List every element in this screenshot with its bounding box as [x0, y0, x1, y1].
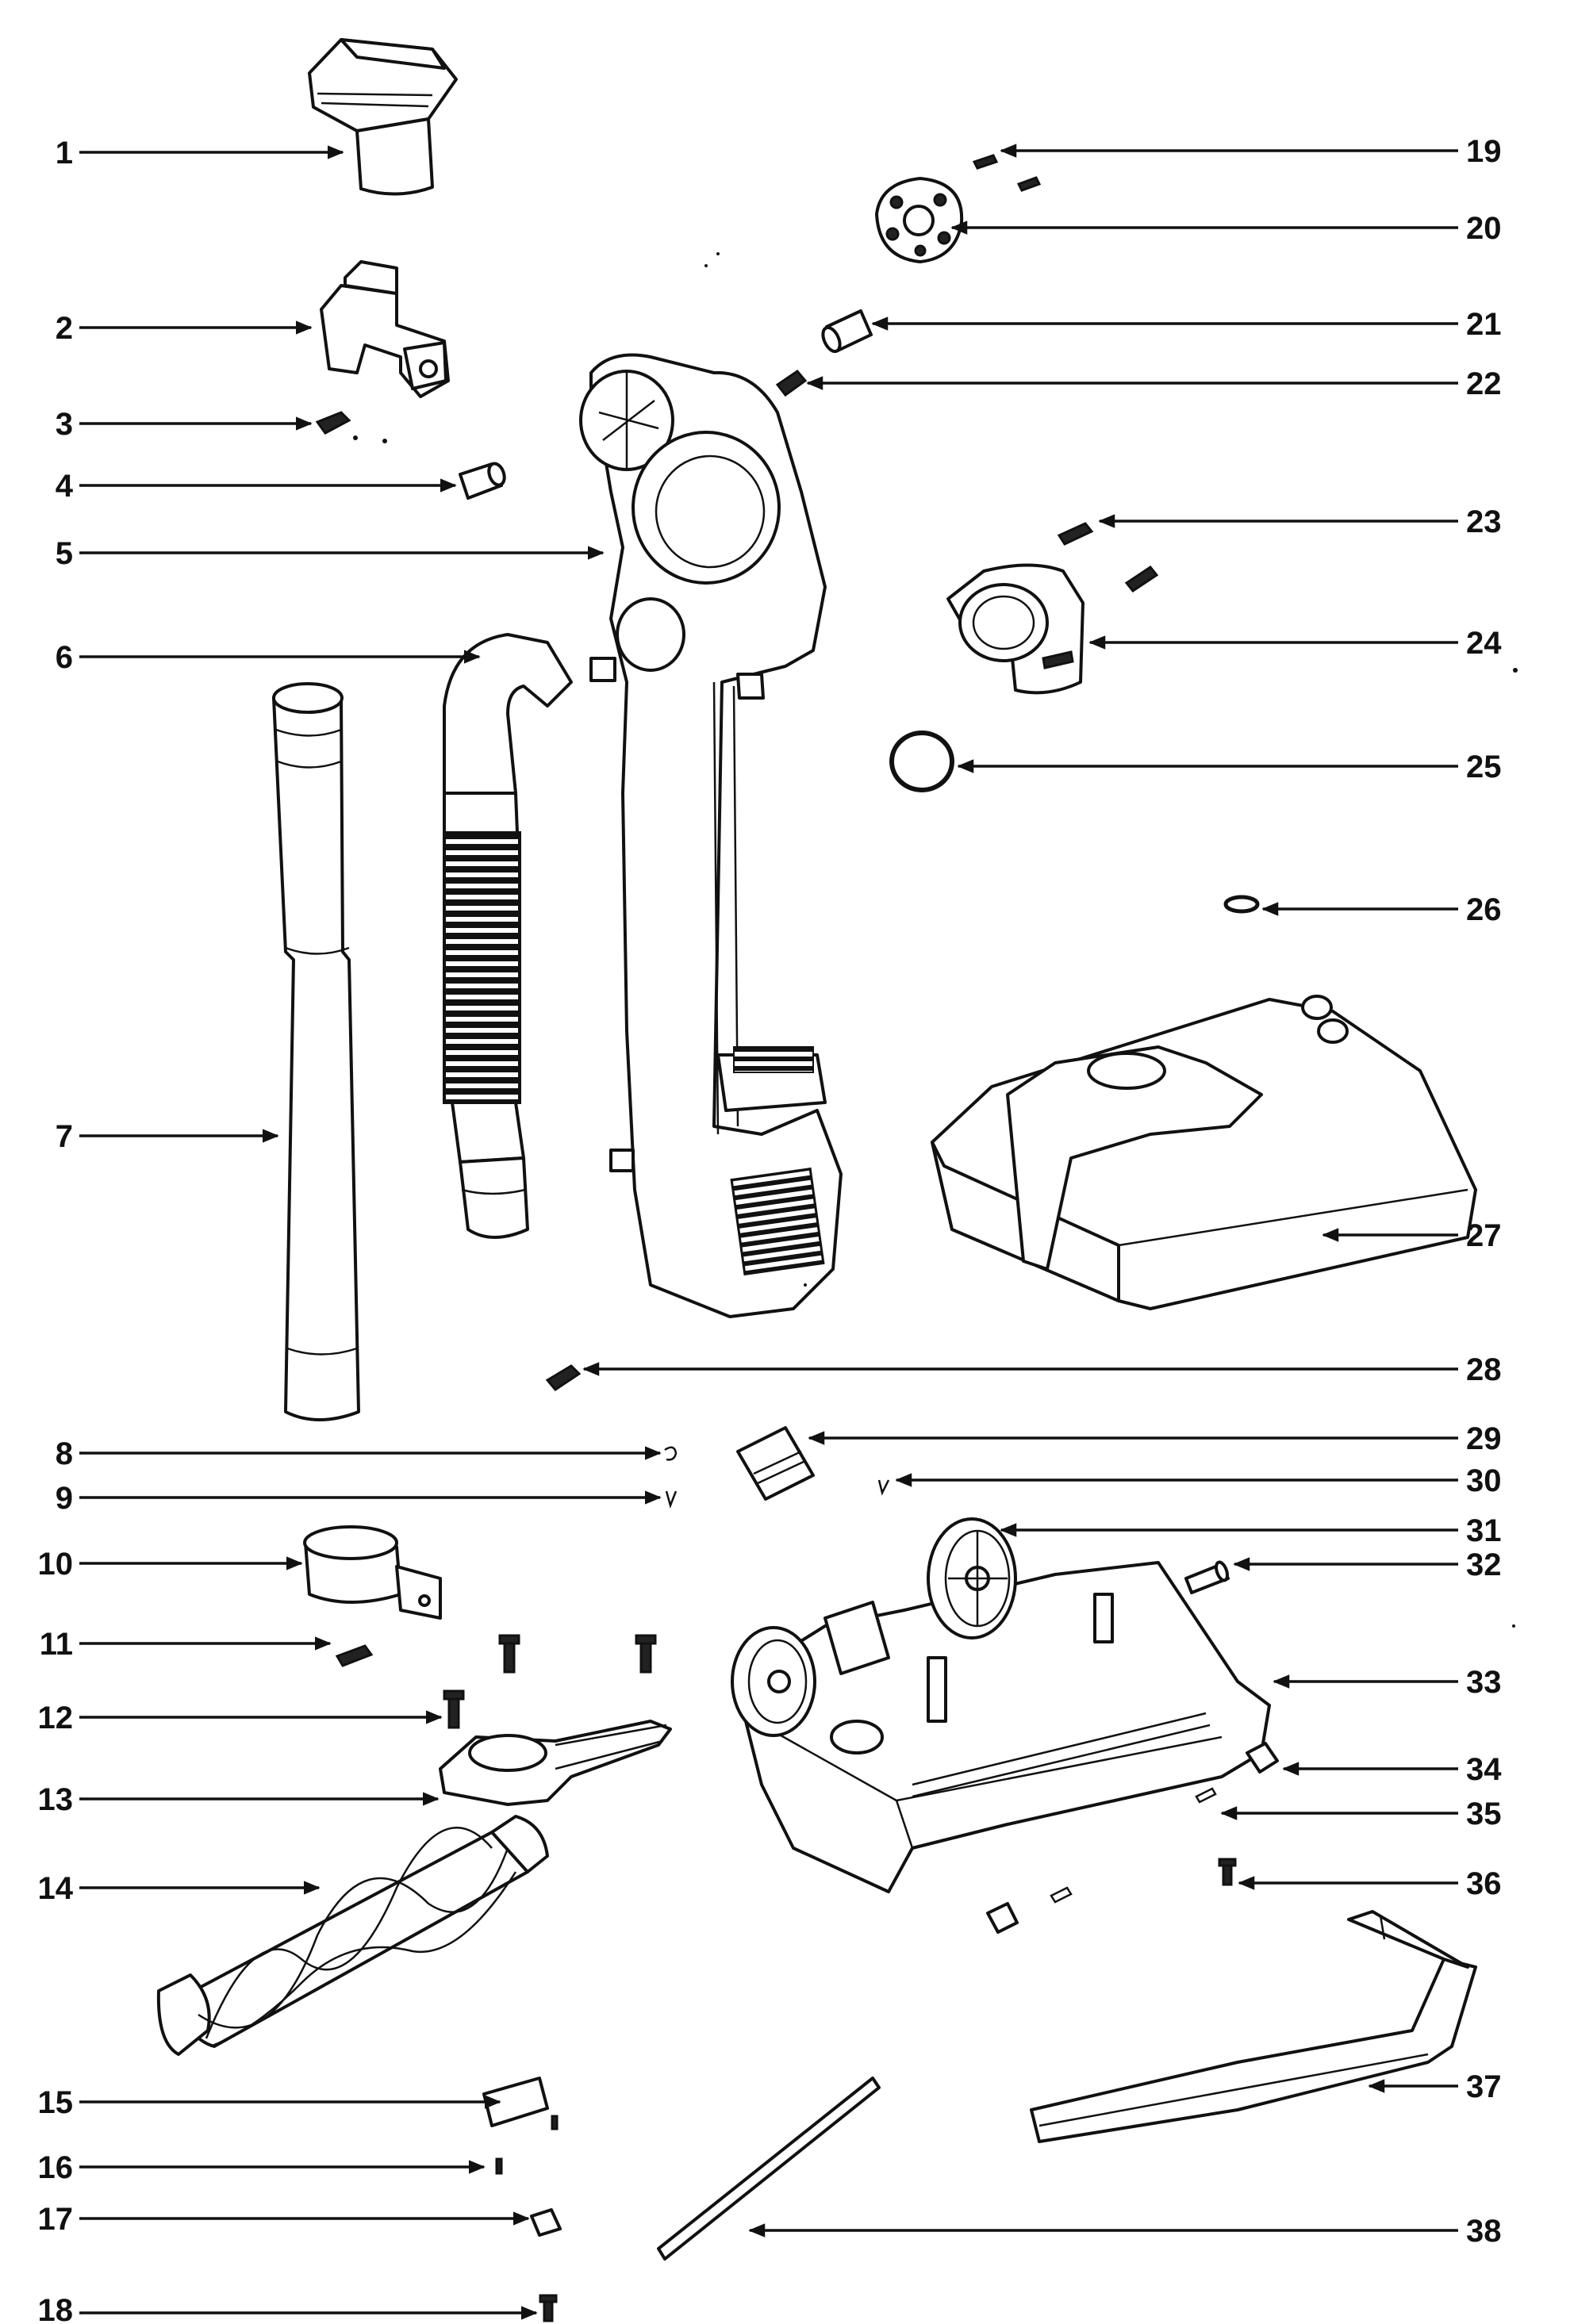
callout-21: 21 — [1466, 307, 1502, 342]
callout-28: 28 — [1466, 1352, 1502, 1387]
front-wheel-drawing — [731, 1626, 816, 1737]
callout-15: 15 — [38, 2085, 74, 2120]
part-24-elbow-drawing — [946, 563, 1085, 695]
leader-lines — [79, 144, 1458, 2320]
part-13-plate-drawing — [439, 1720, 672, 1806]
callout-4: 4 — [56, 469, 74, 504]
callout-27: 27 — [1466, 1218, 1502, 1253]
part-3-screw-drawing — [315, 411, 351, 435]
part-30-clip-drawing — [877, 1479, 890, 1496]
part-31-wheel-drawing — [927, 1517, 1017, 1639]
callout-35: 35 — [1466, 1797, 1502, 1831]
part-17-clip-drawing — [530, 2208, 562, 2237]
part-23-screws-drawing — [1057, 522, 1159, 593]
part-20-disc-drawing — [875, 177, 964, 263]
callout-30: 30 — [1466, 1463, 1502, 1498]
callout-23: 23 — [1466, 504, 1502, 539]
callout-33: 33 — [1466, 1665, 1502, 1700]
callout-25: 25 — [1466, 750, 1502, 784]
callout-3: 3 — [56, 407, 73, 442]
callout-13: 13 — [38, 1782, 74, 1817]
part-18-screw-drawing — [539, 2294, 558, 2322]
callout-18: 18 — [38, 2293, 74, 2324]
part-38-strip-drawing — [657, 2077, 881, 2261]
part-35-pin-drawing — [1195, 1787, 1217, 1804]
part-28-screw-drawing — [545, 1364, 582, 1391]
part-4-bushing-drawing — [459, 462, 506, 500]
part-10-connector-drawing — [303, 1525, 442, 1620]
callout-labels: 1 2 3 4 5 6 7 8 9 10 11 12 13 14 15 16 1… — [38, 134, 1503, 2324]
loose-nut-drawing — [986, 1902, 1019, 1934]
part-19-screws-drawing — [972, 154, 1042, 192]
callout-20: 20 — [1466, 211, 1502, 246]
part-21-bushing-drawing — [821, 309, 873, 353]
callout-1: 1 — [56, 136, 73, 171]
callout-7: 7 — [56, 1119, 73, 1154]
callout-31: 31 — [1466, 1513, 1502, 1548]
part-1-tool-drawing — [308, 38, 458, 196]
part-26-ring-drawing — [1223, 895, 1260, 914]
part-36-screw-drawing — [1218, 1858, 1237, 1886]
part-22-spring-drawing — [775, 369, 808, 397]
loose-pin-drawing — [1050, 1886, 1073, 1904]
part-16-screw-drawing — [495, 2157, 503, 2175]
callout-8: 8 — [56, 1436, 73, 1471]
callout-22: 22 — [1466, 366, 1502, 401]
callout-6: 6 — [56, 640, 73, 675]
callout-37: 37 — [1466, 2069, 1502, 2104]
part-34-nut-drawing — [1246, 1742, 1279, 1774]
callout-9: 9 — [56, 1481, 73, 1516]
callout-2: 2 — [56, 311, 73, 346]
part-14-brushroll-drawing — [156, 1815, 549, 2056]
callout-17: 17 — [38, 2202, 74, 2237]
callout-36: 36 — [1466, 1866, 1502, 1901]
callout-24: 24 — [1466, 626, 1502, 661]
part-2-bracket-drawing — [320, 260, 450, 398]
callout-34: 34 — [1466, 1752, 1502, 1787]
callout-26: 26 — [1466, 892, 1502, 927]
part-25-ring-drawing — [889, 731, 954, 792]
part-7-wand-drawing — [272, 682, 360, 1421]
callout-38: 38 — [1466, 2214, 1502, 2249]
callout-12: 12 — [38, 1701, 74, 1735]
part-29-latch-drawing — [736, 1426, 815, 1501]
part-8-clip-drawing — [664, 1446, 678, 1461]
part-9-clip-drawing — [665, 1490, 678, 1509]
part-12-screws-drawing — [443, 1634, 657, 1729]
callout-10: 10 — [38, 1547, 74, 1582]
callout-11: 11 — [40, 1627, 73, 1662]
parts-drawings — [156, 38, 1518, 2322]
part-11-screw-drawing — [335, 1644, 374, 1667]
callout-16: 16 — [38, 2150, 74, 2185]
part-32-pin-drawing — [1184, 1560, 1230, 1594]
callout-29: 29 — [1466, 1421, 1502, 1456]
callout-32: 32 — [1466, 1547, 1502, 1582]
part-15-plate-drawing — [482, 2077, 559, 2130]
part-5-handle-drawing — [579, 353, 843, 1318]
callout-5: 5 — [56, 536, 73, 571]
callout-14: 14 — [38, 1871, 74, 1906]
part-37-bumper-drawing — [1030, 1910, 1477, 2143]
callout-19: 19 — [1466, 134, 1502, 169]
part-27-hood-drawing — [931, 995, 1477, 1310]
part-33-base-drawing — [731, 1517, 1271, 1893]
part-6-hose-drawing — [443, 633, 573, 1239]
